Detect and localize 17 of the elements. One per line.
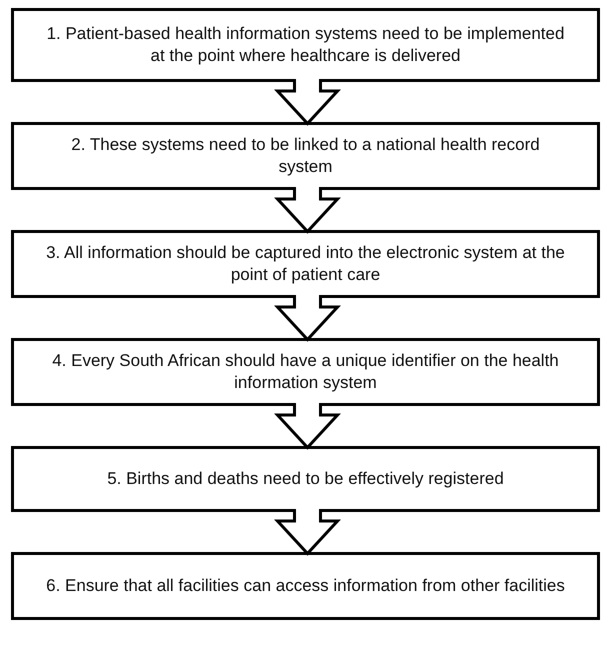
process-box xyxy=(11,8,600,82)
block-arrow xyxy=(274,508,341,556)
block-arrow xyxy=(274,402,341,450)
block-arrow xyxy=(274,78,341,126)
process-box xyxy=(11,122,600,190)
step-text: 5. Births and deaths need to be effectively registered xyxy=(107,468,504,490)
process-box xyxy=(11,230,600,298)
step-text: 2. These systems need to be linked to a national health record system xyxy=(70,134,541,178)
step-text: 1. Patient-based health information systems need to be implemented at the point where healthcare is delivered xyxy=(46,22,566,67)
process-box xyxy=(11,552,600,620)
block-arrow xyxy=(274,294,341,342)
block-arrow xyxy=(274,186,341,234)
process-box xyxy=(11,338,600,406)
step-text: 4. Every South African should have a unique identifier on the health information system xyxy=(51,350,560,394)
process-box xyxy=(11,446,600,512)
step-text: 6. Ensure that all facilities can access information from other facilities xyxy=(46,574,565,597)
step-text: 3. All information should be captured into the electronic system at the point of patient care xyxy=(45,242,566,286)
